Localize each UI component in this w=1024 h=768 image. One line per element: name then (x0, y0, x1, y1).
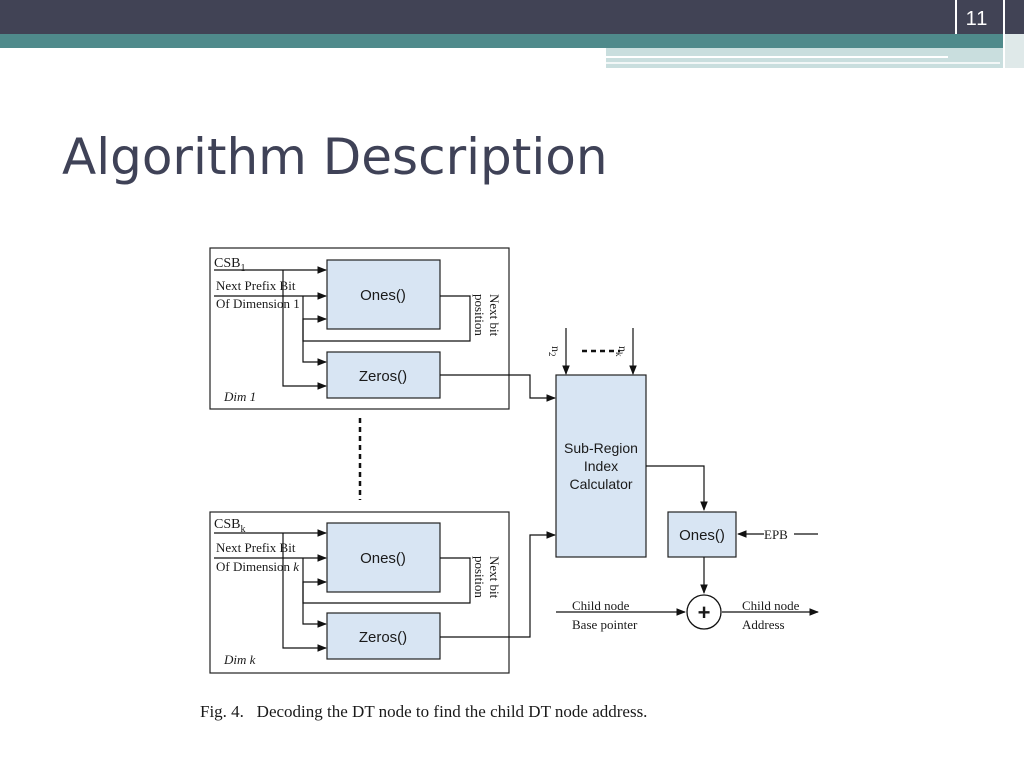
calculator-to-ones-wire (646, 465, 708, 511)
slide-number: 11 (965, 8, 989, 30)
sub-region-label-1: Sub-Region (564, 440, 638, 456)
dimk-ones-block (326, 522, 441, 593)
child-address-label-1: Child node (742, 598, 800, 613)
sub-region-label-3: Calculator (569, 476, 632, 492)
dimk-zeros-block (326, 612, 441, 660)
sub-region-calculator-block (555, 374, 647, 558)
dim1-zeros-block (326, 351, 441, 399)
dimension-1-group: CSB1 Next Prefix Bit Of Dimension 1 Ones… (209, 247, 510, 410)
dimk-zeros-to-calculator-wire (440, 531, 556, 638)
dim1-csb-to-zeros-wire (282, 270, 327, 390)
dim1-label: Dim 1 (223, 389, 256, 404)
dimk-csb-to-zeros-wire (282, 533, 327, 652)
adder-symbol: + (698, 600, 711, 625)
dimension-k-group: CSBk Next Prefix Bit Of Dimension k Ones… (209, 511, 510, 674)
child-base-label-2: Base pointer (572, 617, 638, 632)
nk-label: nk (614, 346, 630, 357)
dimk-label: Dim k (223, 652, 256, 667)
dim1-frame (209, 247, 510, 410)
dimk-next-bit-label-1: Next bit (487, 556, 502, 599)
header-dark-bar (0, 0, 1024, 34)
dim1-prefix-to-zeros-wire (302, 296, 327, 366)
dimk-ones-label: Ones() (360, 550, 406, 567)
dim1-next-bit-label-1: Next bit (487, 294, 502, 337)
dim1-prefix-label-1: Next Prefix Bit (216, 278, 296, 293)
dimk-next-bit-loop (302, 557, 471, 604)
dimk-prefix-label-2: Of Dimension k (216, 559, 299, 574)
header-band (0, 0, 1024, 70)
dim1-prefix-label-2: Of Dimension 1 (216, 296, 300, 311)
adder-circle (686, 594, 722, 630)
epb-ones-block (667, 511, 737, 558)
dim1-csb-label: CSB1 (214, 256, 245, 274)
n2-label: n2 (547, 346, 563, 357)
dim1-zeros-to-calculator-wire (440, 374, 556, 402)
header-corner-block (1004, 34, 1024, 68)
dimk-frame (209, 511, 510, 674)
child-address-label-2: Address (742, 617, 785, 632)
dimk-next-bit-label-2: position (472, 556, 487, 598)
dimk-prefix-label-1: Next Prefix Bit (216, 540, 296, 555)
figure-caption: Fig. 4. Decoding the DT node to find the… (200, 702, 648, 721)
dim1-next-bit-label-2: position (472, 294, 487, 336)
epb-ones-label: Ones() (679, 527, 725, 544)
slide-title: Algorithm Description (62, 128, 608, 186)
dim1-ones-label: Ones() (360, 287, 406, 304)
dimk-csb-label: CSBk (214, 517, 245, 535)
epb-label: EPB (764, 527, 788, 542)
dimk-prefix-to-zeros-wire (302, 558, 327, 628)
dim1-ones-block (326, 259, 441, 330)
header-teal-bar (0, 34, 1024, 48)
dimk-zeros-label: Zeros() (359, 629, 407, 646)
sub-region-label-2: Index (584, 458, 618, 474)
child-base-label-1: Child node (572, 598, 630, 613)
dim1-next-bit-loop (302, 295, 471, 342)
dim1-zeros-label: Zeros() (359, 368, 407, 385)
